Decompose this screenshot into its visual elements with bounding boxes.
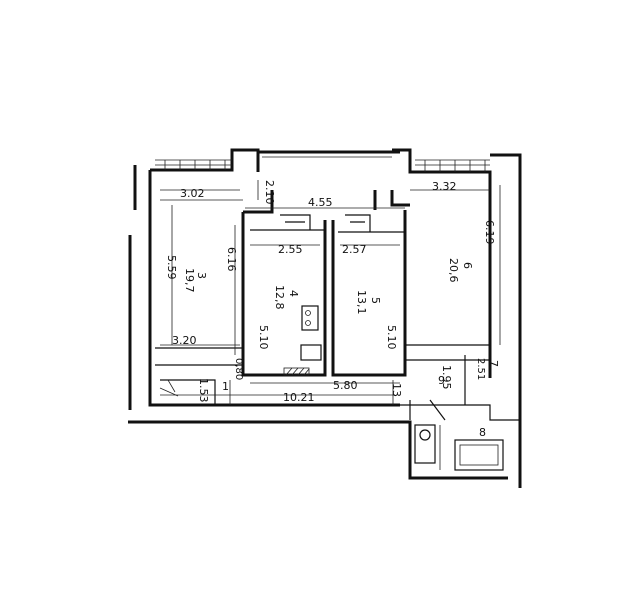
room-4-length: 5.10: [257, 325, 270, 350]
bathroom-fixtures: [414, 424, 504, 471]
corridor-gap: 0,80: [233, 358, 244, 380]
room-3-number: 3: [195, 272, 208, 279]
room-3-width-top: 3.02: [180, 187, 205, 200]
room-6-area: 20,6: [447, 258, 460, 283]
room-6-number: 6: [461, 262, 474, 269]
room-4-number: 4: [287, 290, 300, 297]
wc-number: 8: [479, 426, 486, 439]
toilet-dim-a: 1.95: [440, 365, 453, 390]
room-5-area: 13,1: [355, 290, 368, 315]
balcony-depth: 2.10: [263, 180, 276, 205]
room-6-length: 6.19: [483, 220, 496, 245]
room-4-area: 12,8: [273, 285, 286, 310]
room-3-length: 5.59: [165, 255, 178, 280]
room-3-area: 19,7: [183, 268, 196, 293]
bath-dim: 1.53: [197, 378, 210, 403]
bath-number: 1: [222, 380, 229, 393]
wc-label-b: 13: [390, 383, 403, 397]
exterior-walls: [128, 148, 522, 488]
corridor-top-width: 4.55: [308, 196, 333, 209]
room-4-width: 2.55: [278, 243, 303, 256]
room-6-width: 3.32: [432, 180, 457, 193]
room-5-number: 5: [369, 297, 382, 304]
room-5-width: 2.57: [342, 243, 367, 256]
corridor-inner: 5.80: [333, 379, 358, 392]
room-3-side: 6.16: [225, 247, 238, 272]
dimension-lines: [160, 180, 501, 405]
interior-walls: [155, 190, 490, 421]
toilet-number: 7: [487, 360, 500, 367]
kitchen-fixtures: [283, 305, 322, 376]
corridor-length: 10.21: [283, 391, 315, 404]
wc-label-a: 9: [438, 374, 445, 387]
toilet-dim-b: 2.51: [475, 358, 486, 380]
room-3-width-bottom: 3.20: [172, 334, 197, 347]
balconies: [155, 156, 490, 172]
room-5-length: 5.10: [385, 325, 398, 350]
